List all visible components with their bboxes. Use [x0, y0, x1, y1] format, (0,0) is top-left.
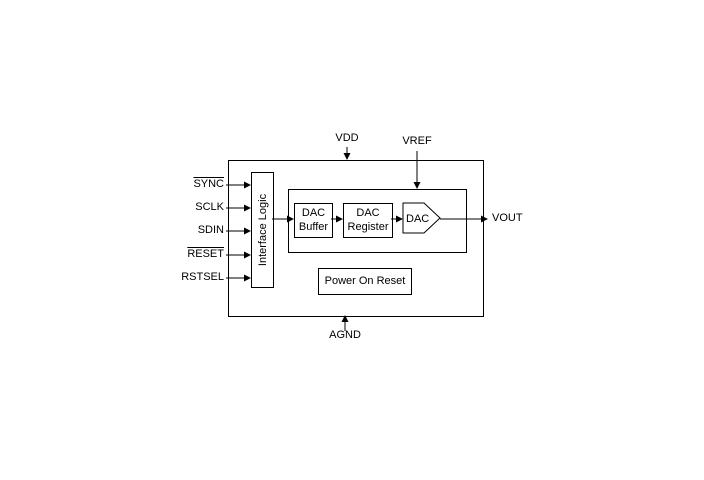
dac-buffer-block: DAC Buffer [294, 203, 333, 238]
power-on-reset-block: Power On Reset [318, 268, 412, 295]
pin-label-rstsel: RSTSEL [181, 271, 224, 283]
pin-label-sclk: SCLK [195, 201, 224, 213]
vout-arrowhead-icon [481, 215, 488, 223]
rstsel-arrowhead-icon [244, 274, 251, 282]
reset-arrowhead-icon [244, 251, 251, 259]
dac-register-label: DAC Register [347, 207, 389, 233]
pin-label-agnd: AGND [329, 329, 361, 341]
pin-label-sdin: SDIN [197, 224, 224, 236]
vdd-arrowhead-icon [343, 153, 351, 160]
sync-arrowhead-icon [244, 181, 251, 189]
pin-label-reset: RESET [187, 248, 224, 260]
register-to-dac-arrowhead-icon [396, 215, 403, 223]
dac-core-outline [288, 189, 467, 253]
pin-label-vref: VREF [402, 135, 432, 147]
dac-block-label: DAC [406, 213, 429, 225]
agnd-arrowhead-icon [341, 315, 349, 322]
sdin-arrowhead-icon [244, 227, 251, 235]
pin-label-sync: SYNC [193, 178, 224, 190]
buffer-to-register-arrowhead-icon [336, 215, 343, 223]
dac-block-shape [402, 202, 441, 234]
sclk-arrowhead-icon [244, 204, 251, 212]
chip-outline [228, 160, 484, 317]
dac-register-block: DAC Register [343, 203, 393, 238]
dac-buffer-label: DAC Buffer [298, 207, 329, 233]
interface-logic-label: Interface Logic [256, 193, 269, 267]
vref-arrowhead-icon [413, 182, 421, 189]
interface-logic-block: Interface Logic [251, 172, 274, 288]
pin-label-vdd: VDD [335, 132, 359, 144]
power-on-reset-label: Power On Reset [324, 274, 406, 287]
pin-label-vout: VOUT [492, 212, 523, 224]
